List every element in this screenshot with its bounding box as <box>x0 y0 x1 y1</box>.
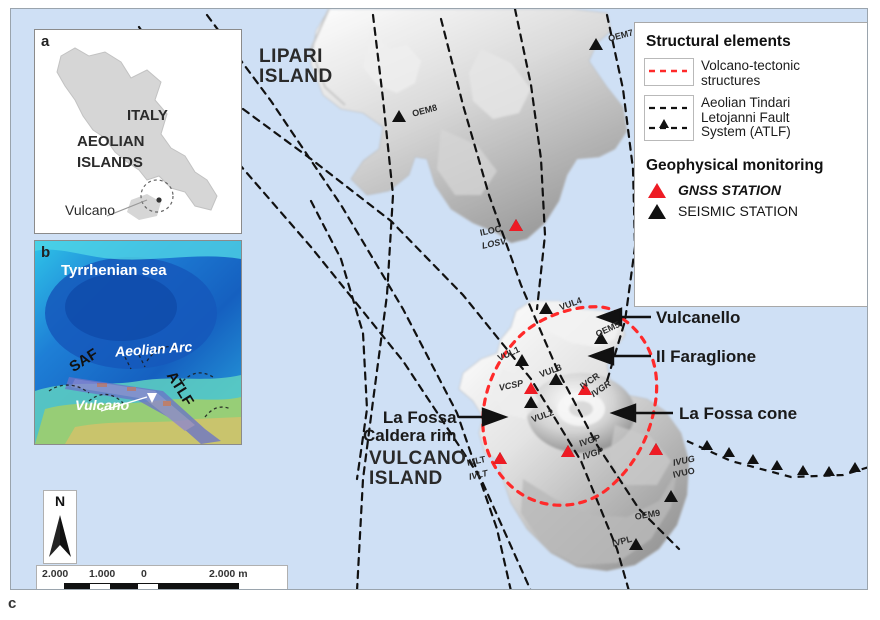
station-marker-ivgp-gnss[interactable] <box>561 445 575 457</box>
caldera-rim <box>481 305 659 507</box>
station-marker-oem9-seismic[interactable] <box>664 490 678 502</box>
bathymetry-layer <box>35 241 241 444</box>
annotation-vulcanello: Vulcanello <box>656 308 741 327</box>
legend-swatch-volcano-tectonic <box>644 58 694 86</box>
scale-label-0: 2.000 <box>42 568 69 580</box>
inset-map-italy: a ITALY AEOLIAN ISLANDS Vulcano <box>34 29 242 234</box>
italy-outline <box>56 47 218 220</box>
annotation-la-fossa-cone: La Fossa cone <box>679 404 798 423</box>
figure-panel-letter-c: c <box>8 595 17 612</box>
seismic-triangle-icon <box>648 203 666 219</box>
scale-seg-3 <box>111 583 137 589</box>
atlf-fault-lines <box>137 9 681 589</box>
station-marker-ivlt-gnss[interactable] <box>493 452 507 464</box>
legend-label-seismic: SEISMIC STATION <box>678 203 799 220</box>
north-arrow-glyph <box>49 515 71 557</box>
annotation-la-fossa-caldera-rim: La Fossa Caldera rim <box>363 408 457 445</box>
inset-a-label-aeolian: AEOLIAN <box>77 133 145 150</box>
station-marker-vul4-seismic[interactable] <box>539 302 553 314</box>
annotation-il-faraglione: Il Faraglione <box>656 347 757 366</box>
legend-row-volcano-tectonic: Volcano-tectonic structures <box>644 58 859 88</box>
scale-seg-5 <box>159 583 239 589</box>
legend-title-structural: Structural elements <box>646 33 791 50</box>
gnss-triangle-icon <box>648 182 666 198</box>
scale-seg-1 <box>64 583 89 589</box>
legend-row-gnss: GNSS STATION <box>648 182 859 198</box>
place-label-vulcano: VULCANO ISLAND <box>369 448 467 489</box>
legend-label-gnss: GNSS STATION <box>678 182 781 199</box>
scale-label-2: 0 <box>141 568 147 580</box>
relief-layer <box>137 9 867 589</box>
legend-row-atlf: Aeolian Tindari Letojanni Fault System (… <box>644 95 859 142</box>
station-marker-ivgr-gnss[interactable] <box>578 383 592 395</box>
station-marker-vul1-seismic[interactable] <box>515 354 529 366</box>
station-marker-vul3-seismic[interactable] <box>549 373 563 385</box>
scale-seg-4 <box>137 583 159 589</box>
station-marker-losv-gnss[interactable] <box>509 219 523 231</box>
scale-label-3: 2.000 m <box>209 568 248 580</box>
inset-a-panel-letter: a <box>41 33 50 50</box>
vulcano-island <box>458 300 690 572</box>
inset-a-label-italy: ITALY <box>127 107 168 124</box>
inset-a-label-islands: ISLANDS <box>77 154 143 171</box>
legend-title-geophysical: Geophysical monitoring <box>646 157 824 175</box>
legend-swatch-atlf <box>644 95 694 142</box>
inset-b-panel-letter: b <box>41 244 51 261</box>
scale-seg-2 <box>89 583 111 589</box>
legend-box: Structural elements Volcano-tectonic str… <box>634 22 867 307</box>
legend-row-seismic: SEISMIC STATION <box>648 203 859 219</box>
inset-b-label-vulcano: Vulcano <box>75 397 130 413</box>
scale-bar: 2.000 1.000 0 2.000 m <box>36 565 288 589</box>
atlf-fault-teeth <box>701 440 861 476</box>
station-marker-oem7-seismic[interactable] <box>589 38 603 50</box>
place-label-lipari: LIPARI ISLAND <box>259 46 333 87</box>
legend-label-atlf: Aeolian Tindari Letojanni Fault System (… <box>701 95 791 140</box>
inset-map-bathymetry: b Tyrrhenian sea Aeolian Arc Vulcano SAF… <box>34 240 242 445</box>
station-marker-vcsp-gnss[interactable] <box>524 382 538 394</box>
main-map-panel: LIPARI ISLAND VULCANO ISLAND Vulcanello … <box>10 8 868 590</box>
station-marker-oem8-seismic[interactable] <box>392 110 406 122</box>
atlf-toothed-fault <box>686 439 867 479</box>
north-arrow: N <box>43 490 77 564</box>
annotation-arrows <box>459 307 673 427</box>
inset-a-label-vulcano: Vulcano <box>65 202 116 218</box>
scale-label-1: 1.000 <box>89 568 116 580</box>
station-marker-oem5-seismic[interactable] <box>594 332 608 344</box>
station-marker-vul2-seismic[interactable] <box>524 396 538 408</box>
inset-b-label-tyrrhenian-sea: Tyrrhenian sea <box>61 262 167 279</box>
station-marker-ivug-gnss[interactable] <box>649 443 663 455</box>
legend-label-volcano-tectonic: Volcano-tectonic structures <box>701 58 801 88</box>
north-arrow-label: N <box>54 493 66 509</box>
station-marker-ivpl-seismic[interactable] <box>629 538 643 550</box>
